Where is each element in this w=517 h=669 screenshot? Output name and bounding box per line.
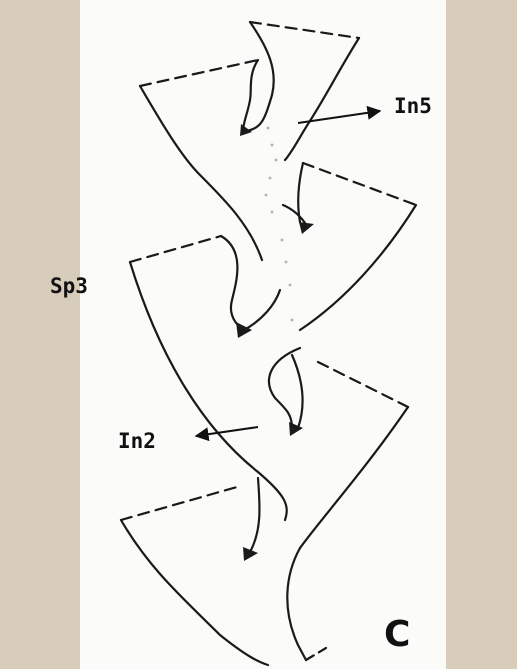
in5-pointer-arrow — [297, 105, 382, 124]
in2-pointer-arrow — [194, 426, 259, 442]
funnel-bottom — [119, 476, 328, 667]
tip-marker-third — [299, 222, 314, 234]
label-in2: In2 — [118, 429, 156, 453]
label-sp3: Sp3 — [50, 274, 88, 298]
funnel-fifth — [267, 346, 410, 550]
figure-panel — [80, 0, 446, 669]
label-in5: In5 — [394, 94, 432, 118]
tip-marker-sp3 — [236, 322, 252, 338]
dotted-trace — [264, 126, 294, 322]
funnel-top — [242, 20, 361, 162]
panel-letter: C — [384, 614, 411, 655]
funnel-sp3 — [128, 234, 288, 522]
tip-marker-top — [240, 124, 252, 136]
funnel-third — [281, 161, 418, 332]
funnel-second — [138, 58, 264, 262]
tip-marker-fifth — [289, 422, 303, 436]
tip-marker-bottom — [243, 547, 258, 561]
